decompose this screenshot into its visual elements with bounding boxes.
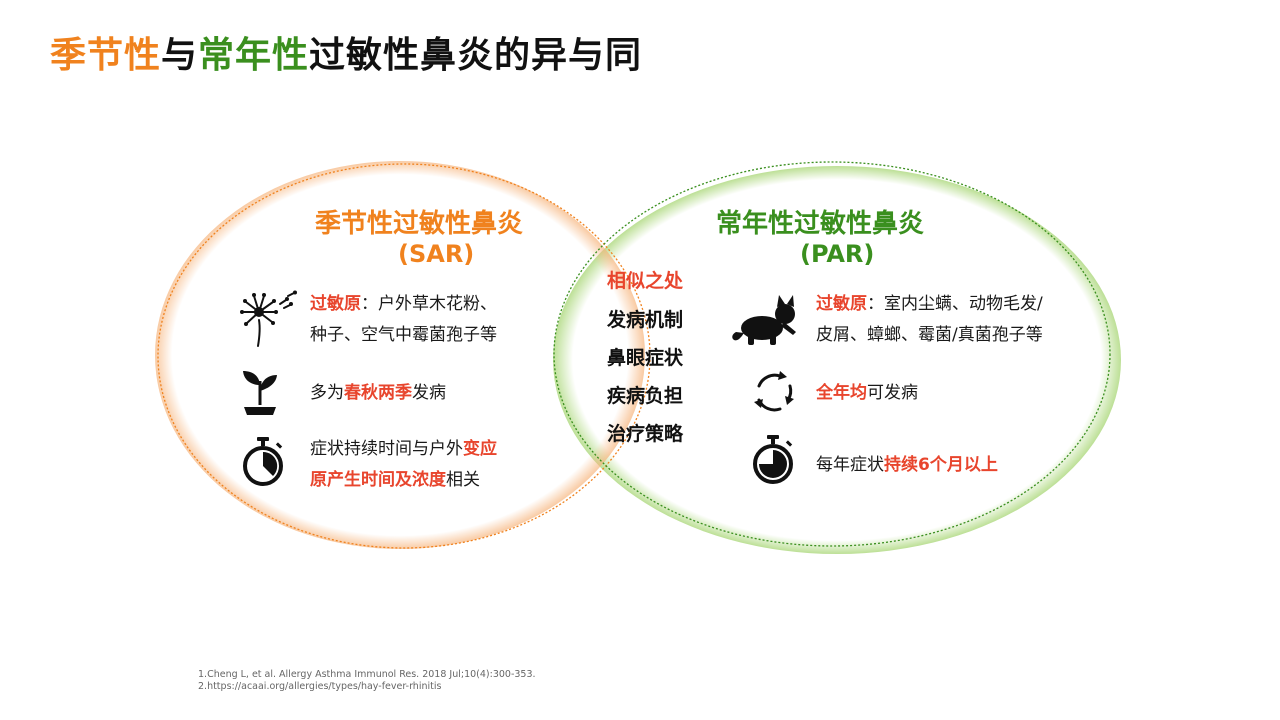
seasonal-duration-text: 症状持续时间与户外变应 原产生时间及浓度相关 bbox=[310, 434, 497, 496]
similarity-item: 发病机制 bbox=[606, 309, 683, 331]
seasonal-heading: 季节性过敏性鼻炎 bbox=[315, 209, 524, 239]
seasonal-circle bbox=[157, 163, 651, 549]
stopwatch-icon bbox=[753, 435, 793, 484]
cat-icon bbox=[732, 295, 796, 345]
cycle-arrows-icon bbox=[754, 371, 794, 412]
similarities-heading: 相似之处 bbox=[606, 270, 683, 292]
seasonal-onset-text: 多为春秋两季发病 bbox=[310, 378, 446, 409]
onset-post: 发病 bbox=[412, 383, 446, 403]
duration-pre: 每年症状 bbox=[816, 455, 884, 475]
seasonal-circle-shadow bbox=[155, 161, 645, 549]
seasonal-allergen-text: 过敏原：户外草木花粉、 种子、空气中霉菌孢子等 bbox=[310, 289, 497, 351]
sprout-icon bbox=[243, 371, 277, 415]
references: 1.Cheng L, et al. Allergy Asthma Immunol… bbox=[198, 669, 536, 693]
duration-line2b: 相关 bbox=[446, 470, 480, 490]
allergen-label: 过敏原 bbox=[816, 294, 867, 314]
perennial-allergen-text: 过敏原：室内尘螨、动物毛发/ 皮屑、蟑螂、霉菌/真菌孢子等 bbox=[816, 289, 1043, 351]
onset-highlight: 全年均 bbox=[816, 383, 867, 403]
onset-highlight: 春秋两季 bbox=[344, 383, 412, 403]
onset-pre: 多为 bbox=[310, 383, 344, 403]
perennial-duration-text: 每年症状持续6个月以上 bbox=[816, 450, 998, 481]
perennial-circle-shadow bbox=[553, 166, 1121, 554]
allergen-line2: 皮屑、蟑螂、霉菌/真菌孢子等 bbox=[816, 325, 1043, 345]
allergen-line1: ：户外草木花粉、 bbox=[361, 294, 497, 314]
title-perennial: 常年性 bbox=[198, 35, 310, 76]
onset-post: 可发病 bbox=[867, 383, 918, 403]
perennial-circle bbox=[553, 161, 1111, 547]
dandelion-icon bbox=[240, 290, 297, 347]
allergen-line1: ：室内尘螨、动物毛发/ bbox=[867, 294, 1043, 314]
similarity-item: 治疗策略 bbox=[606, 423, 683, 445]
duration-highlight: 持续6个月以上 bbox=[884, 455, 998, 475]
page-title: 季节性与常年性过敏性鼻炎的异与同 bbox=[50, 26, 642, 78]
similarity-item: 疾病负担 bbox=[606, 385, 683, 407]
title-and: 与 bbox=[161, 35, 199, 76]
allergen-line2: 种子、空气中霉菌孢子等 bbox=[310, 325, 497, 345]
duration-line1a: 症状持续时间与户外 bbox=[310, 439, 463, 459]
similarity-item: 鼻眼症状 bbox=[606, 347, 683, 369]
seasonal-abbr: (SAR) bbox=[398, 240, 475, 268]
reference-item: 1.Cheng L, et al. Allergy Asthma Immunol… bbox=[198, 669, 536, 680]
stopwatch-icon bbox=[243, 437, 283, 486]
title-rest: 过敏性鼻炎的异与同 bbox=[309, 35, 643, 76]
duration-line1b: 变应 bbox=[463, 439, 497, 459]
perennial-onset-text: 全年均可发病 bbox=[816, 378, 918, 409]
perennial-abbr: (PAR) bbox=[800, 240, 875, 268]
title-seasonal: 季节性 bbox=[50, 35, 162, 76]
reference-item: 2.https://acaai.org/allergies/types/hay-… bbox=[198, 681, 442, 692]
perennial-heading: 常年性过敏性鼻炎 bbox=[716, 209, 925, 239]
allergen-label: 过敏原 bbox=[310, 294, 361, 314]
duration-line2a: 原产生时间及浓度 bbox=[310, 470, 446, 490]
